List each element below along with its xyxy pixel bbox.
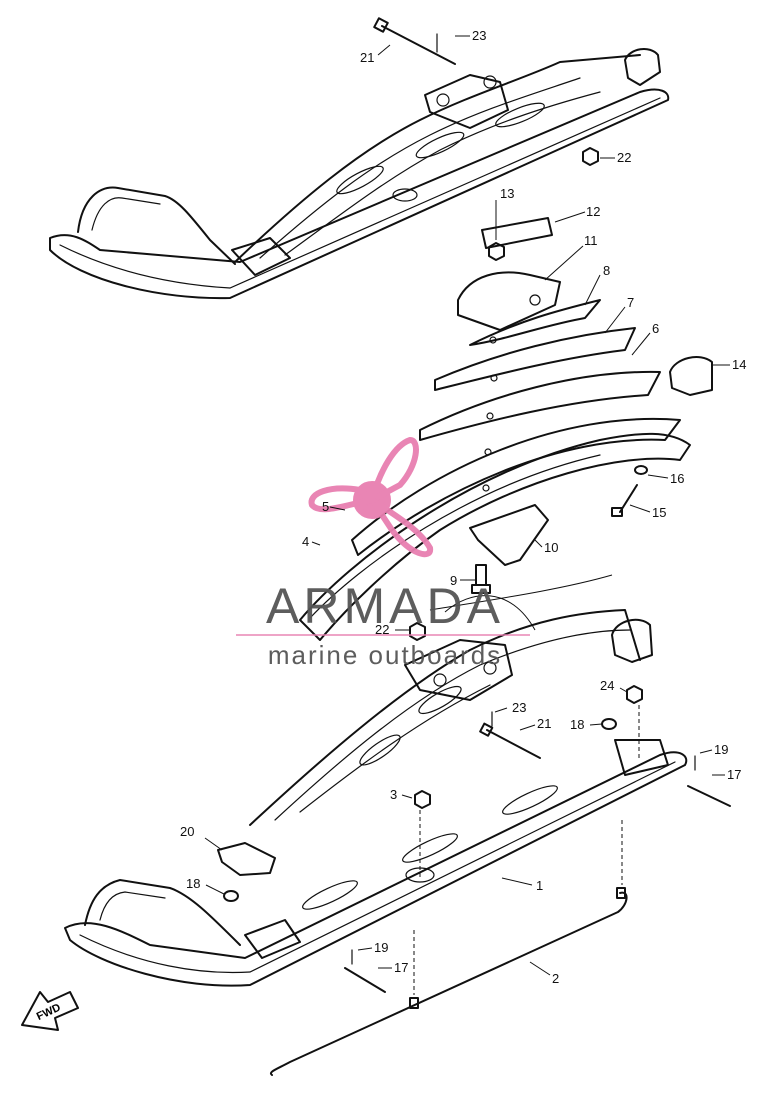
callout: 23 [472, 28, 486, 43]
callout: 12 [586, 204, 600, 219]
callout: 20 [180, 824, 194, 839]
watermark-tagline: marine outboards [268, 640, 502, 670]
callout: 19 [374, 940, 388, 955]
callout-numbers: 23 21 22 13 12 11 8 7 6 14 16 15 5 4 10 … [180, 28, 746, 986]
leader-lines [204, 35, 730, 976]
callout: 15 [652, 505, 666, 520]
callout: 3 [390, 787, 397, 802]
callout: 2 [552, 971, 559, 986]
callout: 8 [603, 263, 610, 278]
callout: 22 [617, 150, 631, 165]
callout: 4 [302, 534, 309, 549]
lower-ski-assembly [64, 609, 731, 1076]
callout: 22 [375, 622, 389, 637]
callout: 18 [570, 717, 584, 732]
callout: 14 [732, 357, 746, 372]
callout: 5 [322, 499, 329, 514]
callout: 17 [727, 767, 741, 782]
spring-leaves-exploded [299, 217, 713, 641]
propeller-logo [308, 436, 434, 558]
callout: 21 [537, 716, 551, 731]
callout: 1 [536, 878, 543, 893]
fwd-label: FWD [35, 1002, 63, 1023]
callout: 23 [512, 700, 526, 715]
callout: 13 [500, 186, 514, 201]
callout: 19 [714, 742, 728, 757]
callout: 24 [600, 678, 614, 693]
callout: 17 [394, 960, 408, 975]
callout: 18 [186, 876, 200, 891]
watermark: ARMADA marine outboards [236, 436, 530, 670]
callout: 11 [584, 233, 598, 248]
watermark-brand: ARMADA [266, 578, 504, 634]
callout: 21 [360, 50, 374, 65]
callout: 6 [652, 321, 659, 336]
callout: 16 [670, 471, 684, 486]
upper-ski-assembly [49, 17, 670, 300]
guide-line [444, 595, 536, 631]
callout: 9 [450, 573, 457, 588]
callout: 10 [544, 540, 558, 555]
callout: 7 [627, 295, 634, 310]
fwd-arrow: FWD [21, 991, 79, 1031]
